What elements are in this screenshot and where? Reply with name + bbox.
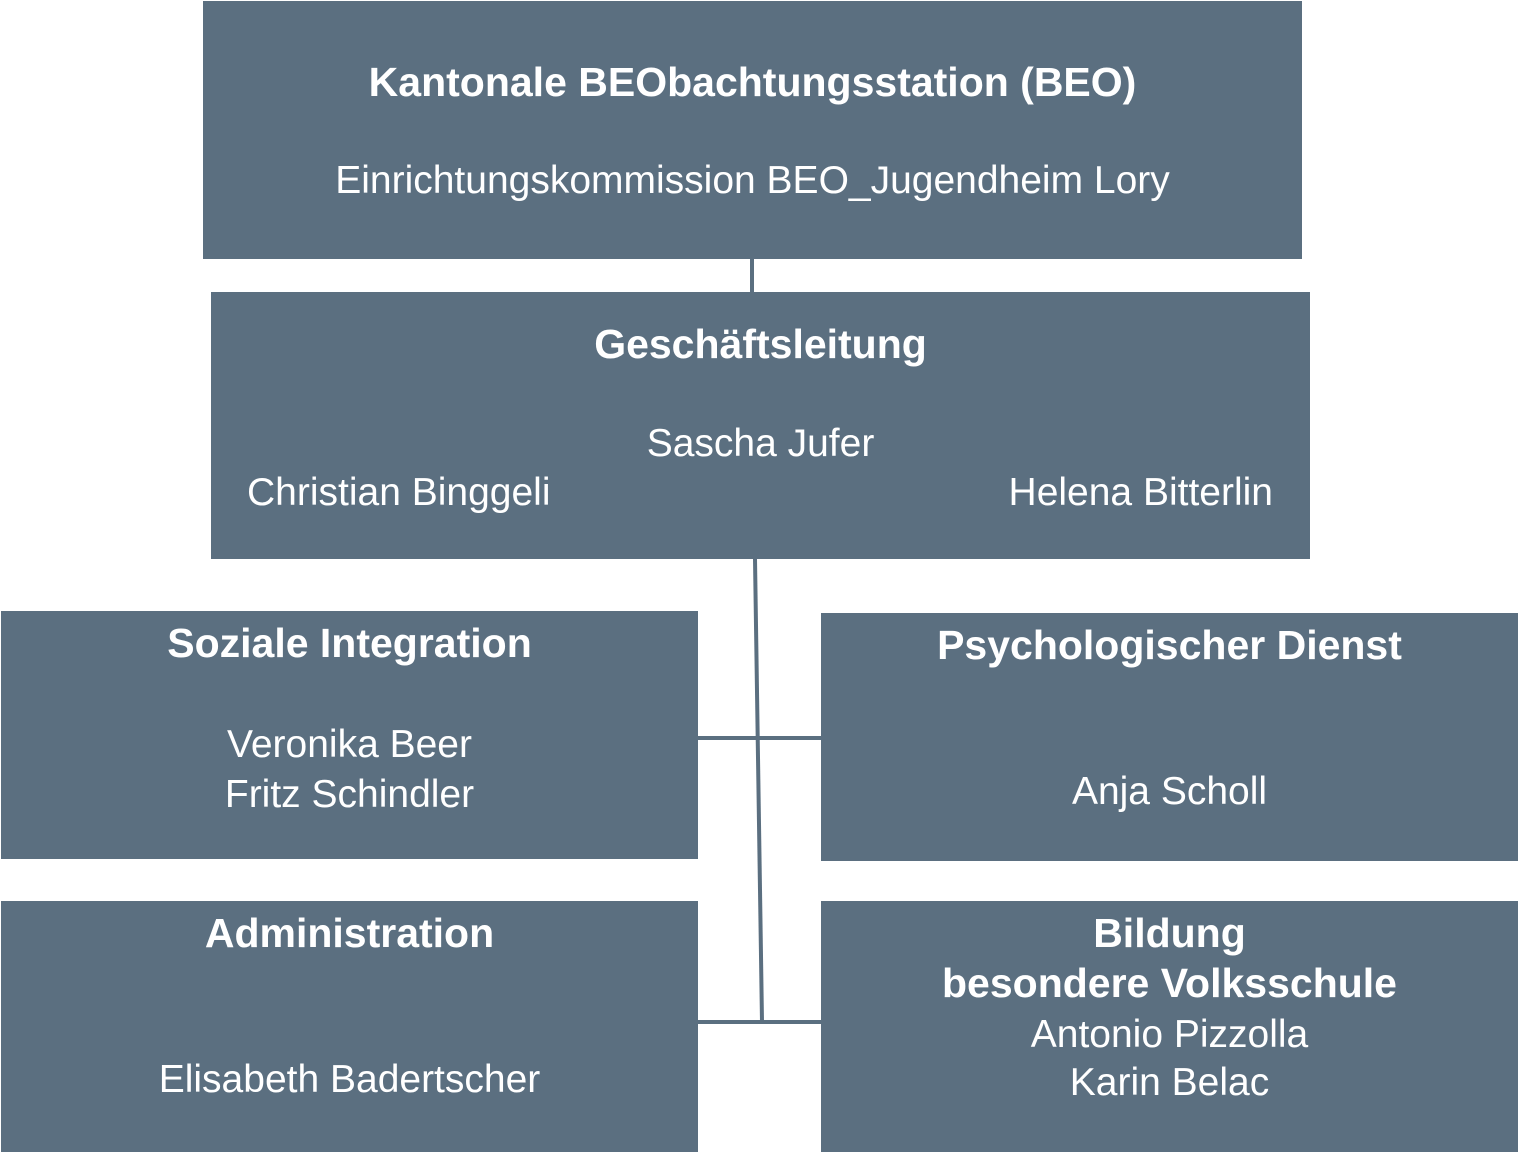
org-box-education-title-line-1: Bildung xyxy=(1093,910,1246,956)
org-box-social-integration-person-1: Veronika Beer xyxy=(227,723,472,766)
org-box-administration-title: Administration xyxy=(204,910,495,956)
org-box-social-integration: Soziale Integration Veronika Beer Fritz … xyxy=(1,611,698,859)
org-box-psych-service: Psychologischer Dienst Anja Scholl xyxy=(821,613,1518,861)
org-box-beo-subtitle: Einrichtungskommission BEO_Jugendheim Lo… xyxy=(335,159,1170,202)
org-box-education: Bildung besondere Volksschule Antonio Pi… xyxy=(821,901,1518,1152)
org-box-education-person-2: Karin Belac xyxy=(1069,1061,1270,1104)
org-box-psych-service-title: Psychologischer Dienst xyxy=(937,622,1402,668)
org-box-management-right-person: Helena Bitterlin xyxy=(1008,471,1273,514)
org-box-social-integration-person-2: Fritz Schindler xyxy=(224,773,475,816)
org-box-management-center-person: Sascha Jufer xyxy=(646,422,875,465)
org-box-administration: Administration Elisabeth Badertscher xyxy=(1,901,698,1152)
org-box-management-left-person: Christian Binggeli xyxy=(247,471,551,514)
org-box-education-title-line-2: besondere Volksschule xyxy=(942,960,1397,1006)
org-box-management-title: Geschäftsleitung xyxy=(594,321,927,367)
org-box-beo: Kantonale BEObachtungsstation (BEO) Einr… xyxy=(203,1,1302,259)
org-box-social-integration-title: Soziale Integration xyxy=(167,620,532,666)
org-box-management: Geschäftsleitung Sascha Jufer Christian … xyxy=(211,292,1310,559)
org-box-administration-person-1: Elisabeth Badertscher xyxy=(158,1058,541,1101)
org-box-psych-service-person-1: Anja Scholl xyxy=(1071,770,1268,813)
connector-main-trunk xyxy=(753,558,764,1023)
org-box-education-person-1: Antonio Pizzolla xyxy=(1030,1013,1309,1056)
org-box-beo-title: Kantonale BEObachtungsstation (BEO) xyxy=(368,59,1137,105)
